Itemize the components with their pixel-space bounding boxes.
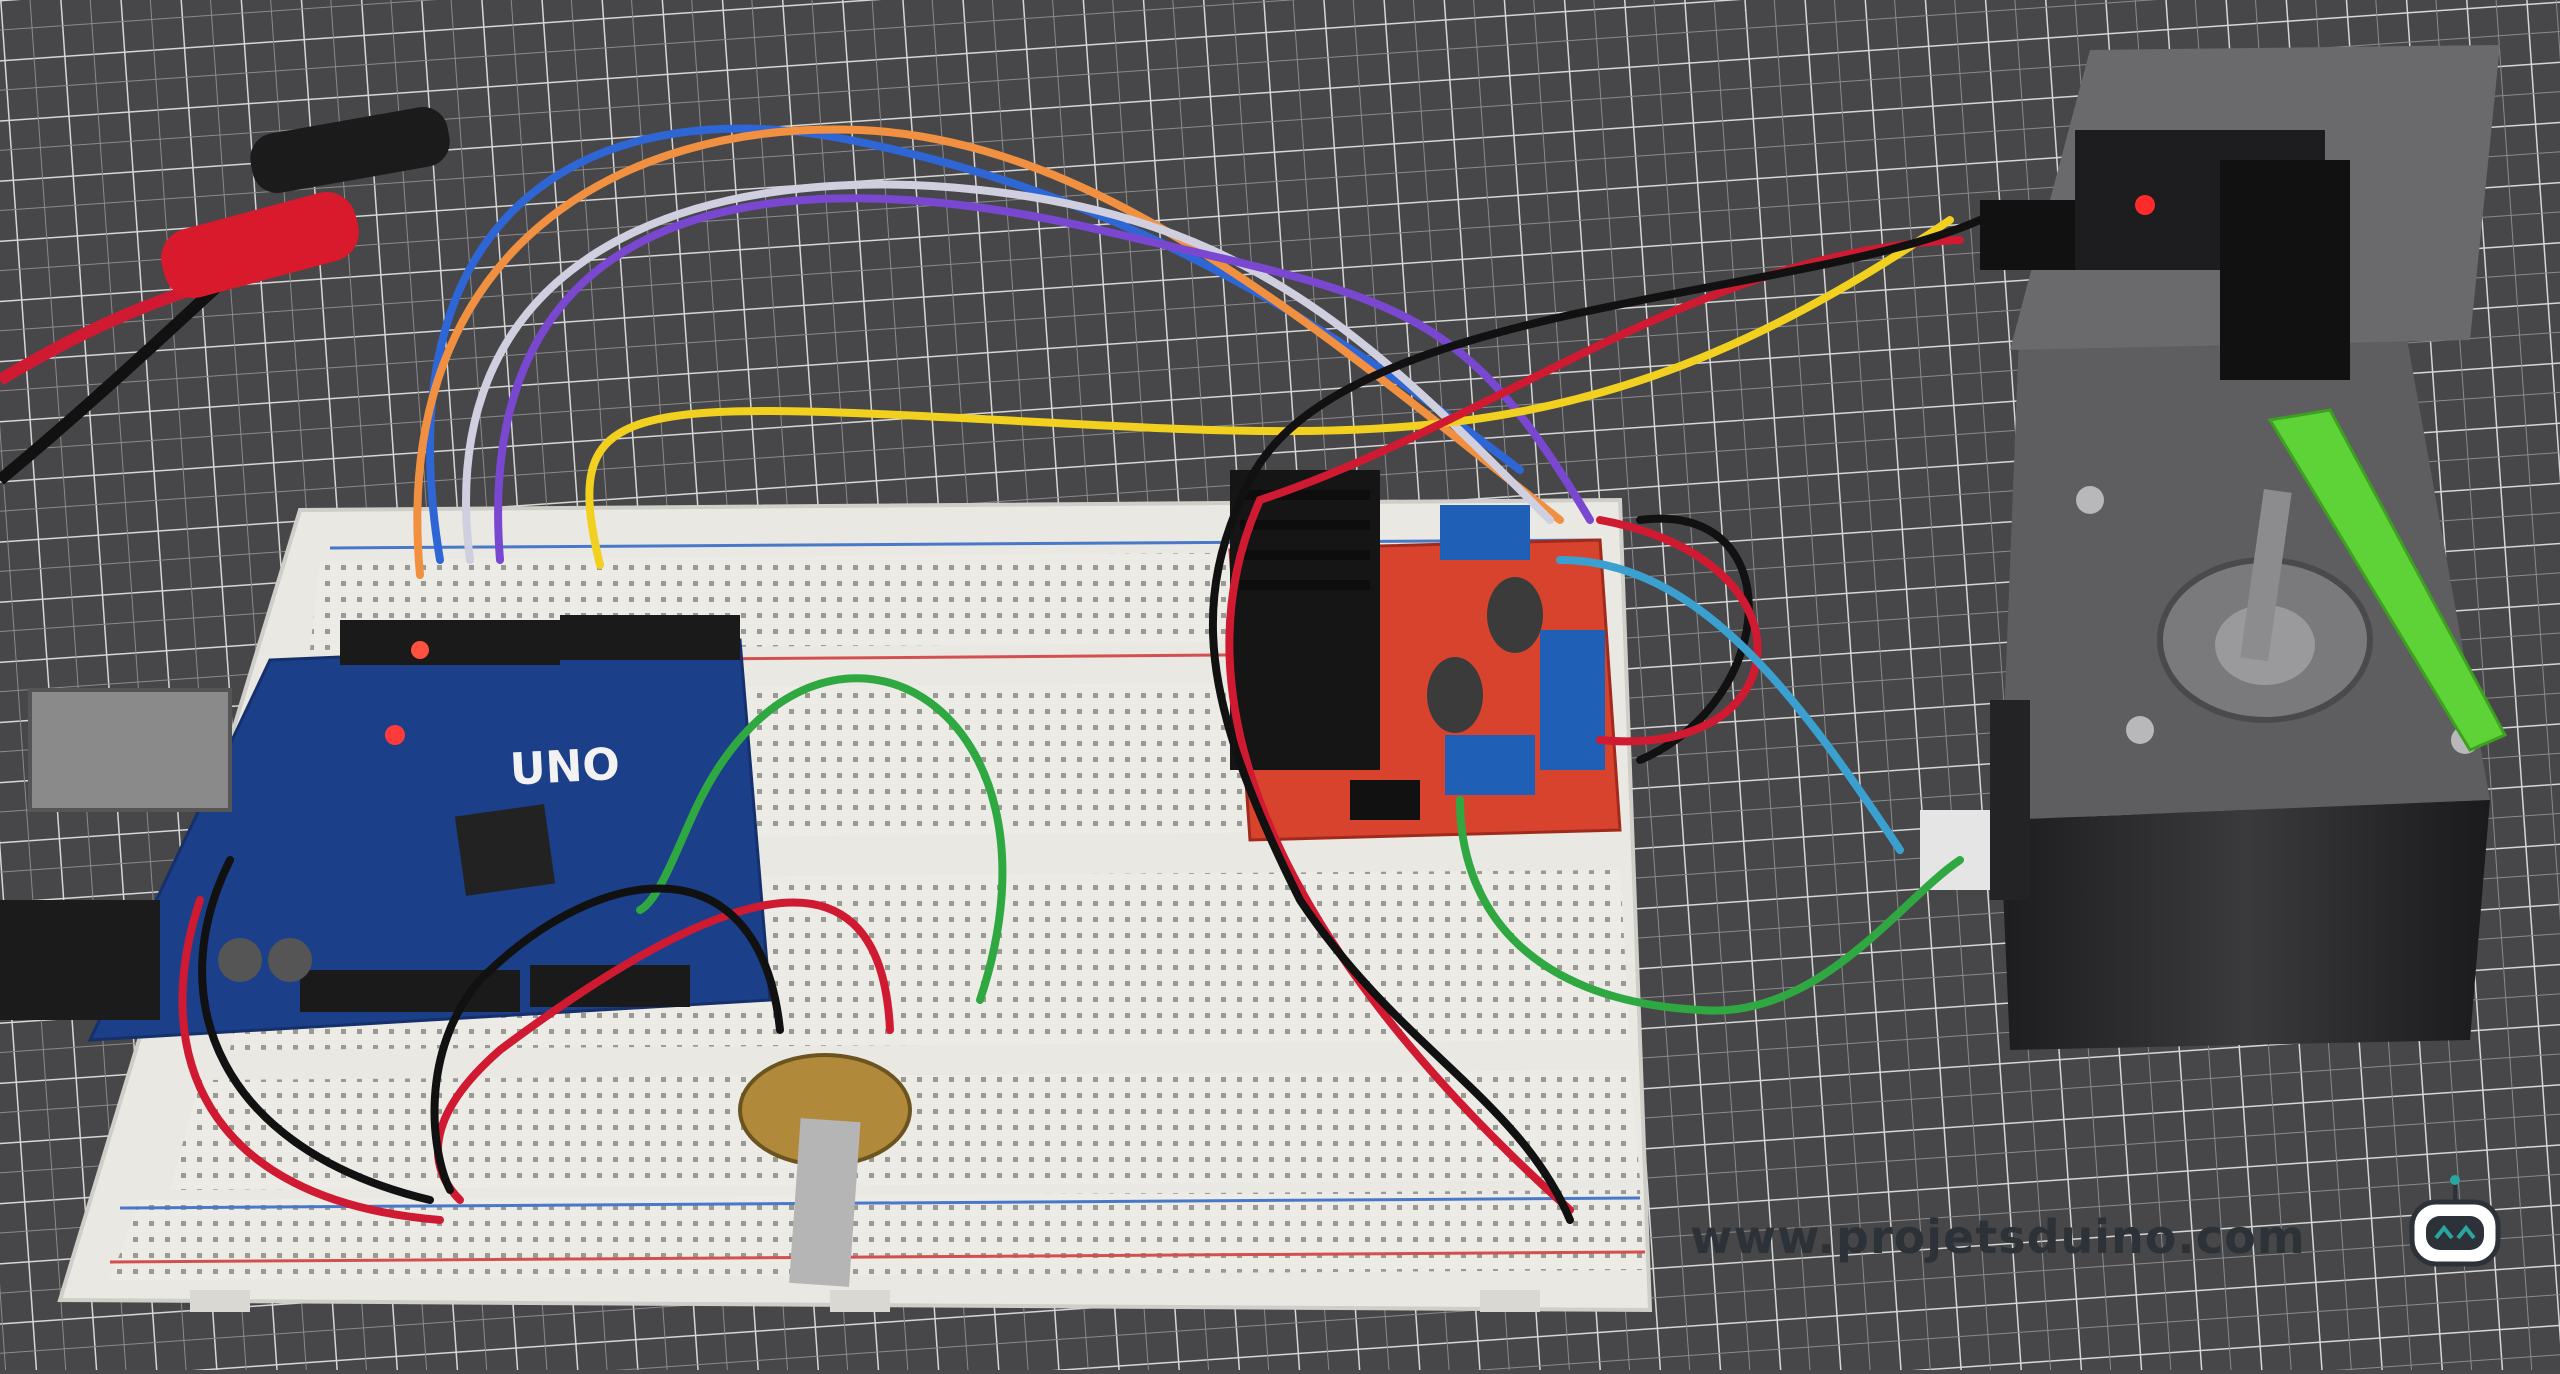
watermark-text: www.projetsduino.com (1690, 1210, 2306, 1264)
potentiometer (738, 1053, 912, 1287)
watermark: www.projetsduino.com (1690, 1175, 2501, 1286)
robot-logo-icon (2409, 1175, 2501, 1267)
stepper-motor (1920, 300, 2508, 1050)
board-label: UNO (509, 739, 621, 796)
l298n-driver-board (1228, 470, 1622, 842)
sensor-mount (1980, 45, 2500, 380)
arduino-uno-board: UNO (0, 615, 772, 1042)
alligator-clips (0, 107, 450, 485)
jumper-wires (178, 124, 1984, 1224)
